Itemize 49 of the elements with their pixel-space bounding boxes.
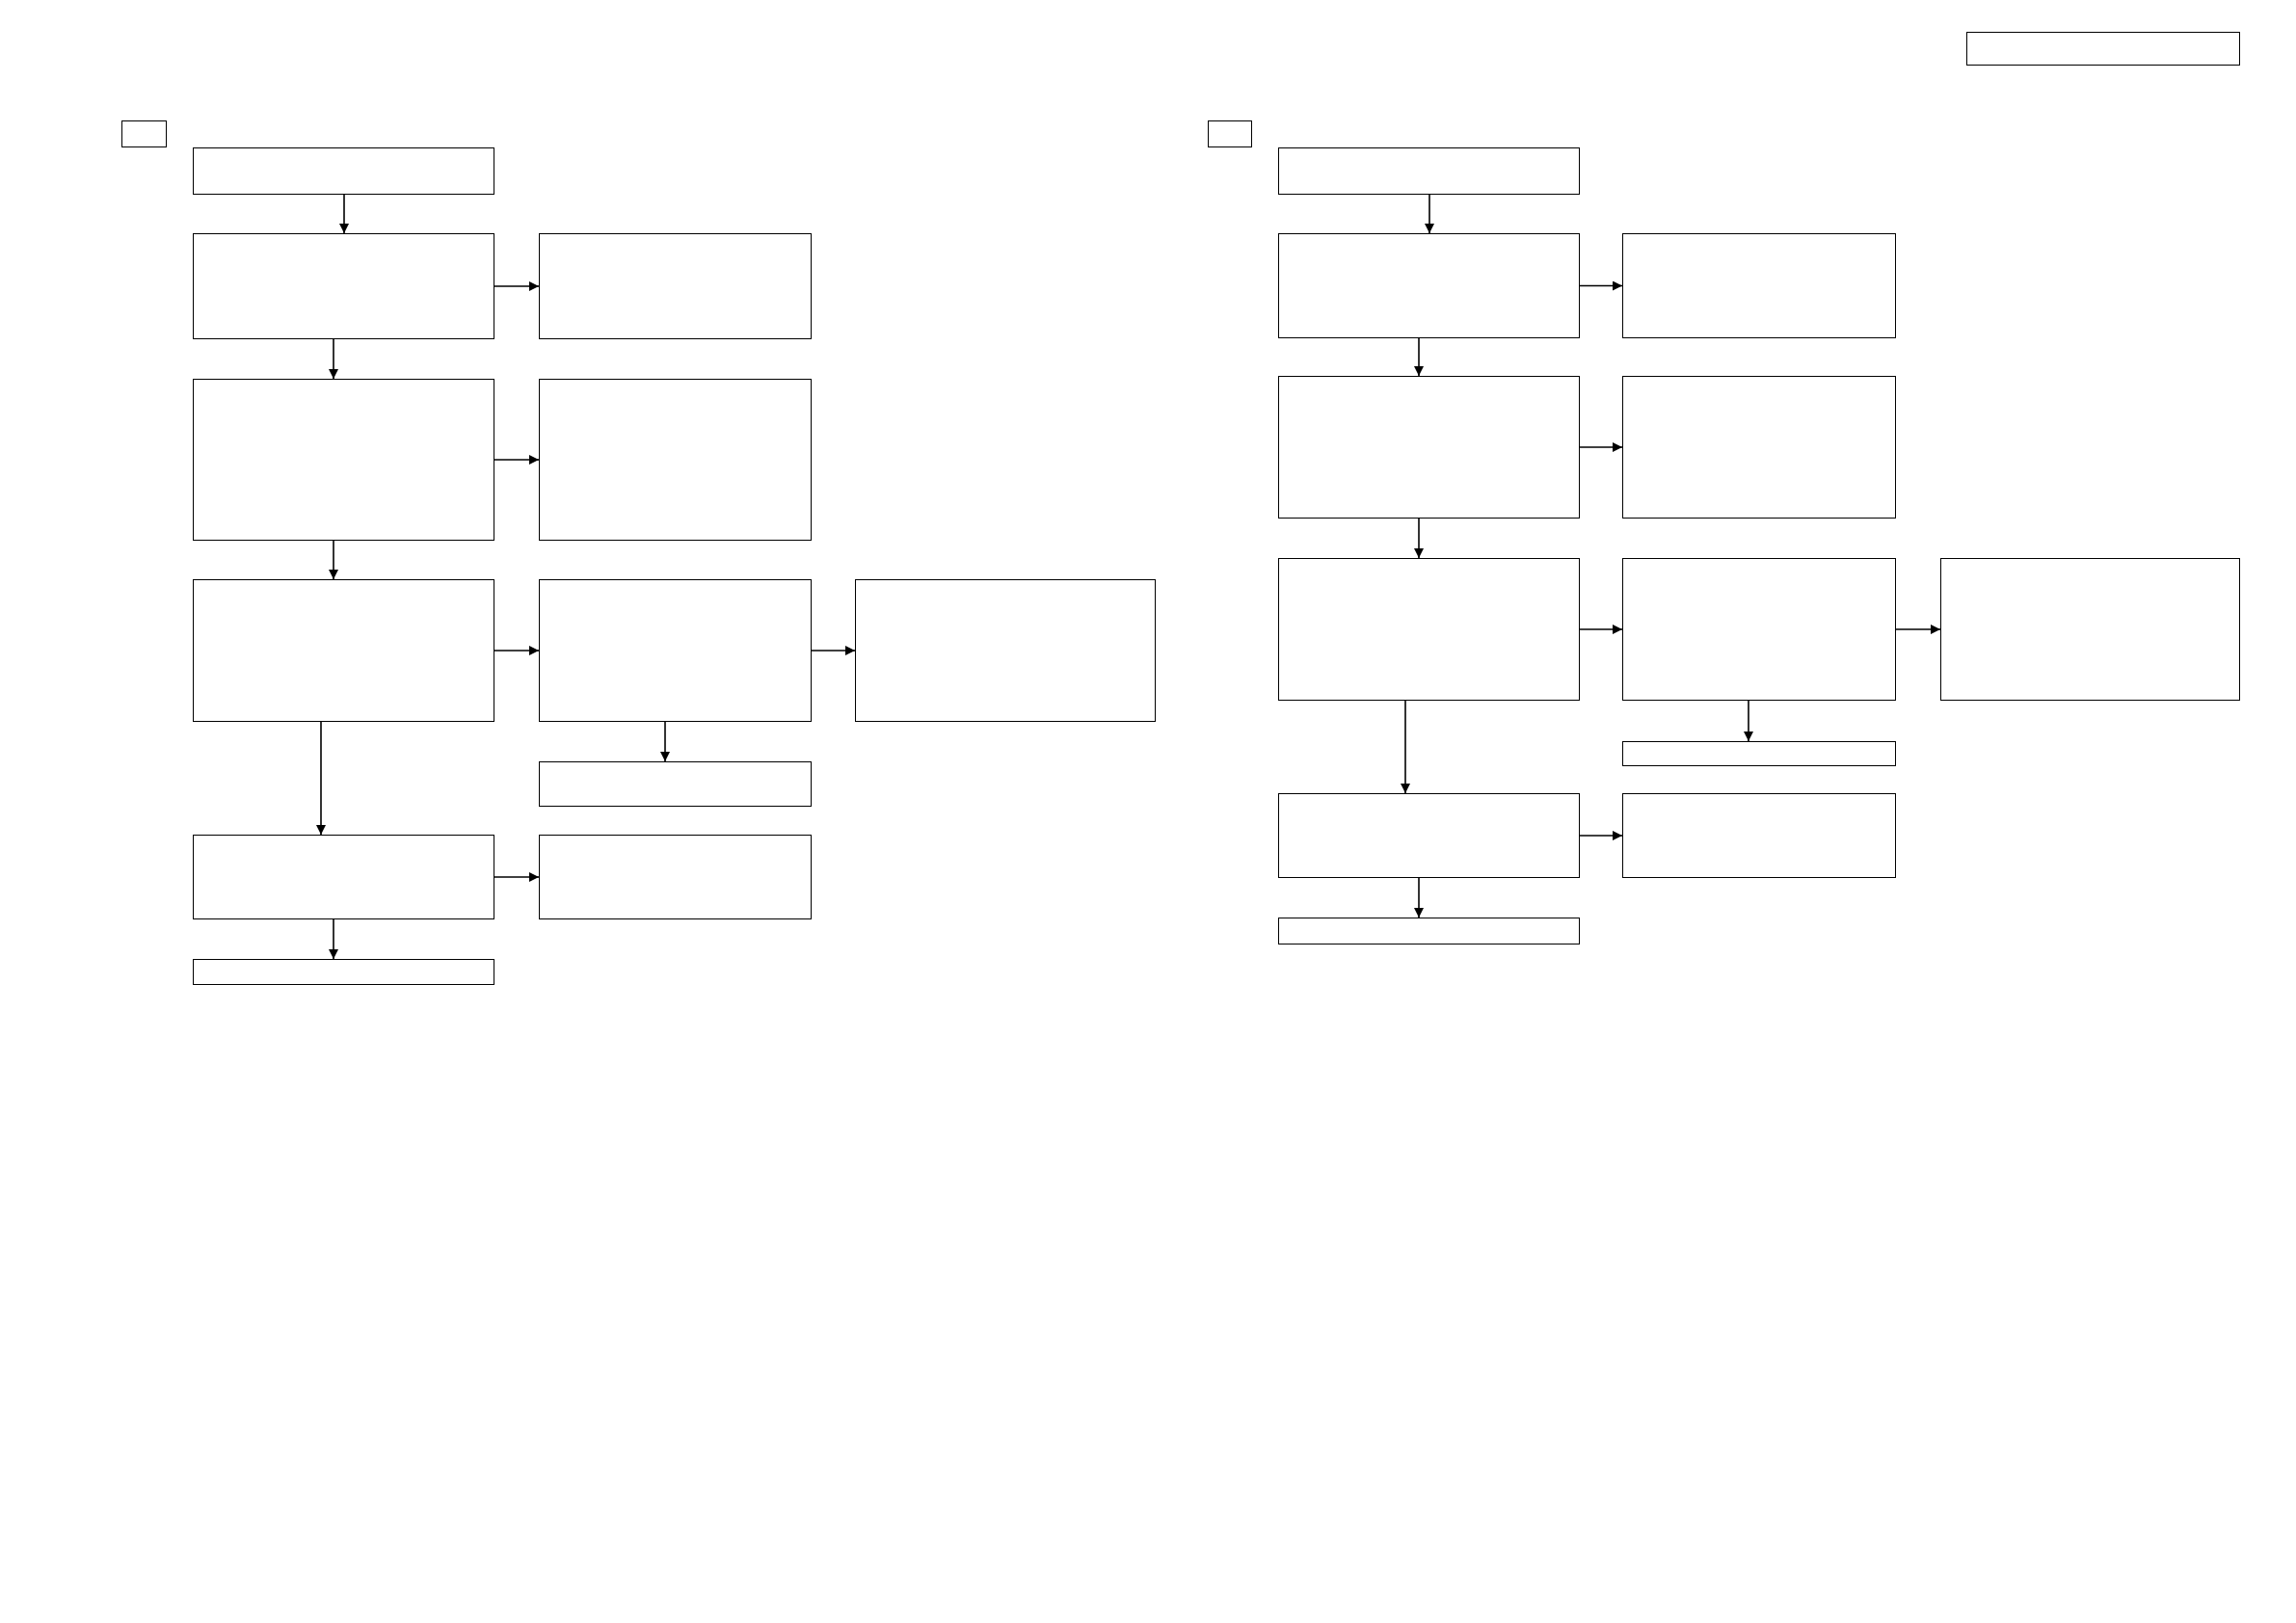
process-box — [855, 579, 1156, 722]
arrow — [316, 721, 326, 836]
process-box — [193, 233, 494, 339]
arrow — [329, 338, 338, 380]
arrow — [1744, 700, 1753, 742]
arrow — [494, 646, 540, 655]
process-box — [193, 959, 494, 985]
process-box — [1278, 376, 1580, 519]
arrow — [1579, 442, 1623, 452]
process-box — [193, 379, 494, 541]
arrow — [339, 194, 349, 234]
arrow — [329, 540, 338, 580]
process-box — [1622, 741, 1896, 766]
process-box — [1622, 233, 1896, 338]
process-box — [1622, 376, 1896, 519]
process-box — [1622, 793, 1896, 878]
arrow — [1414, 337, 1424, 377]
process-box — [1966, 32, 2240, 66]
process-box — [1278, 793, 1580, 878]
process-box — [1278, 918, 1580, 945]
arrow — [1895, 625, 1941, 634]
arrow — [494, 455, 540, 465]
process-box — [539, 761, 812, 807]
process-box — [1208, 120, 1252, 147]
arrow — [1579, 625, 1623, 634]
arrow — [494, 872, 540, 882]
process-box — [539, 379, 812, 541]
arrow — [494, 281, 540, 291]
process-box — [539, 233, 812, 339]
process-box — [1278, 558, 1580, 701]
arrow — [811, 646, 856, 655]
process-box — [193, 835, 494, 919]
arrow — [1425, 194, 1434, 234]
process-box — [193, 579, 494, 722]
arrow — [1579, 831, 1623, 840]
process-box — [1278, 233, 1580, 338]
process-box — [539, 579, 812, 722]
process-box — [1278, 147, 1580, 195]
arrow — [1579, 280, 1623, 291]
arrow — [1414, 877, 1424, 918]
process-box — [121, 120, 167, 147]
process-box — [1622, 558, 1896, 701]
arrow — [329, 918, 338, 960]
process-box — [1940, 558, 2240, 701]
arrow — [1414, 518, 1424, 559]
arrow — [1401, 700, 1410, 794]
process-box — [539, 835, 812, 919]
arrow — [660, 721, 670, 762]
process-box — [193, 147, 494, 195]
